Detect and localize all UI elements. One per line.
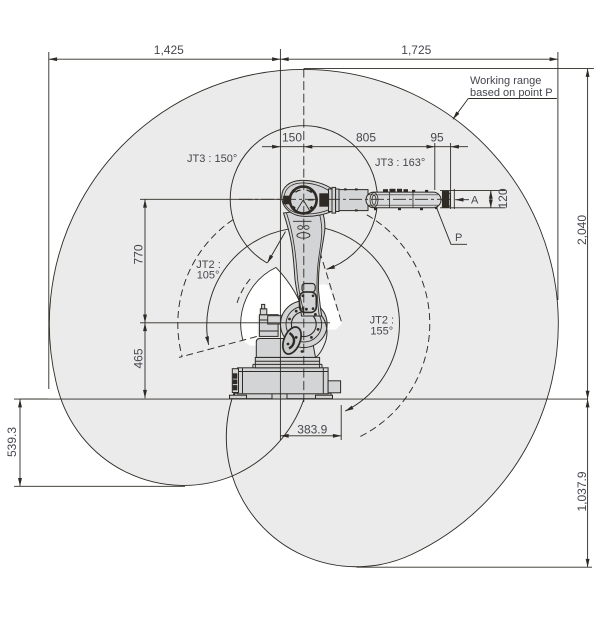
svg-text:150: 150	[282, 130, 302, 144]
svg-text:JT2 :: JT2 :	[196, 259, 220, 271]
svg-text:383.9: 383.9	[297, 423, 327, 437]
svg-text:JT2 :: JT2 :	[370, 314, 394, 326]
svg-text:1,037.9: 1,037.9	[575, 471, 589, 511]
svg-text:805: 805	[356, 130, 376, 144]
svg-text:JT3 : 163°: JT3 : 163°	[375, 157, 425, 169]
svg-text:105°: 105°	[197, 270, 220, 282]
svg-text:155°: 155°	[370, 326, 393, 338]
svg-text:539.3: 539.3	[5, 427, 19, 457]
svg-text:Working range: Working range	[470, 75, 541, 87]
svg-text:1,725: 1,725	[401, 43, 431, 57]
svg-text:JT3 : 150°: JT3 : 150°	[187, 153, 237, 165]
svg-text:2,040: 2,040	[575, 215, 589, 245]
svg-text:770: 770	[131, 244, 145, 264]
svg-text:95: 95	[430, 130, 444, 144]
svg-text:A: A	[471, 195, 479, 207]
svg-text:P: P	[455, 232, 462, 244]
svg-text:465: 465	[131, 348, 145, 368]
svg-text:based on point P: based on point P	[470, 87, 553, 99]
svg-text:120: 120	[496, 188, 510, 208]
svg-text:1,425: 1,425	[154, 43, 184, 57]
